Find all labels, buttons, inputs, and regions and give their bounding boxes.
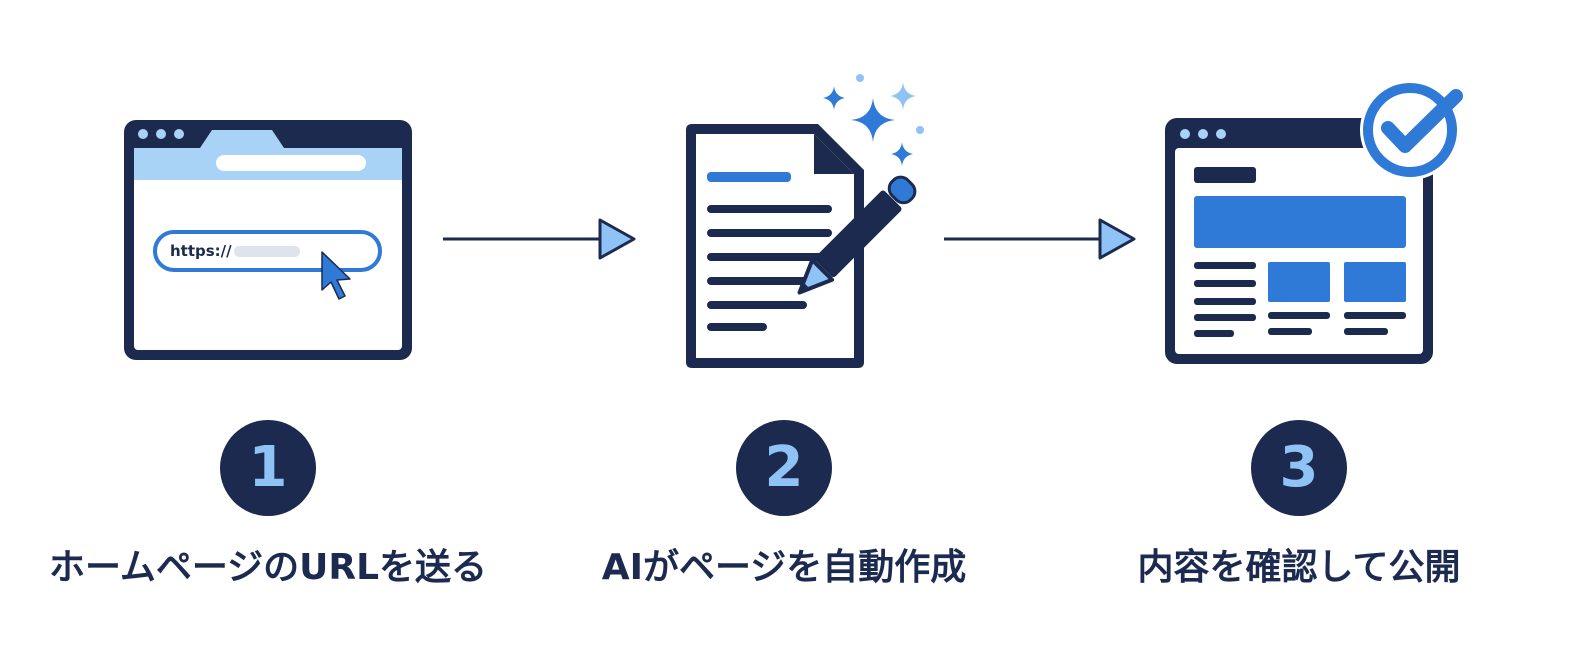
step-1-number: 1 <box>220 420 316 516</box>
illustrations: https:// <box>124 74 1463 368</box>
step-2-number: 2 <box>736 420 832 516</box>
sparkle-icon <box>823 74 924 166</box>
step-3-number: 3 <box>1251 420 1347 516</box>
arrow-icon <box>443 218 636 260</box>
step-2-label: AIがページを自動作成 <box>601 547 967 588</box>
document-pencil-sparkle-icon <box>686 74 924 368</box>
cursor-icon <box>321 251 351 300</box>
url-text: https:// <box>170 242 232 260</box>
browser-url-icon: https:// <box>124 120 412 360</box>
pencil-icon <box>797 175 917 295</box>
check-circle-icon <box>1360 80 1463 180</box>
step-1-label: ホームページのURLを送る <box>48 547 488 588</box>
arrow-icon <box>944 218 1136 260</box>
step-3-label: 内容を確認して公開 <box>1137 547 1461 588</box>
webpage-check-icon <box>1165 80 1463 364</box>
